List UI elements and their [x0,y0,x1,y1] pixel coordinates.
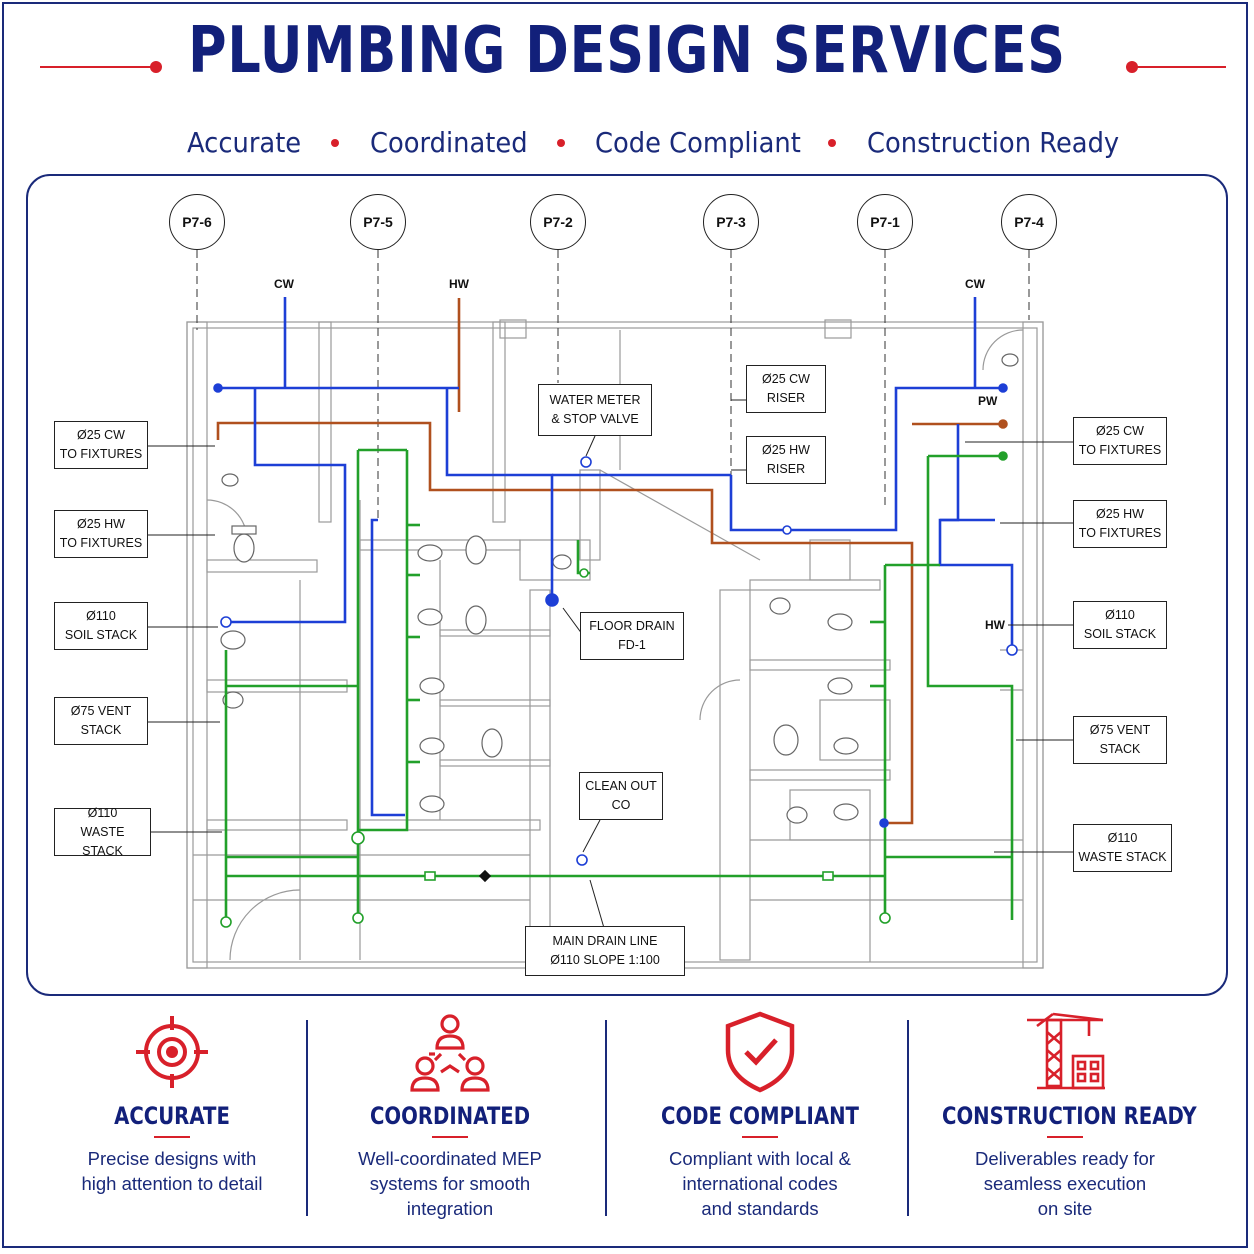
pipe-tag-pw: PW [978,394,998,408]
callout-hw-riser: Ø25 HW RISER [746,436,826,484]
pipe-tag-cw-left: CW [274,277,294,291]
feature-description: Deliverables ready for seamless executio… [975,1148,1155,1219]
feature-description: Compliant with local & international cod… [669,1148,851,1219]
pipe-tag-hw: HW [449,277,469,291]
feature-code-compliant: CODE COMPLIANT Compliant with local & in… [610,1010,910,1221]
feature-title: CONSTRUCTION READY [942,1102,1197,1130]
callout-soil-stack-left: Ø110 SOIL STACK [54,602,148,650]
page-title: PLUMBING DESIGN SERVICES [188,14,1066,88]
feature-divider [907,1020,909,1216]
feature-underline [742,1136,778,1138]
callout-waste-stack-right: Ø110 WASTE STACK [1073,824,1172,872]
grid-label-p7-3: P7-3 [703,194,759,250]
plumbing-fixtures [220,353,1019,824]
feature-description: Precise designs with high attention to d… [81,1148,263,1194]
feature-underline [1047,1136,1083,1138]
crane-building-icon [1027,1012,1105,1090]
pipe-fittings [213,383,1018,928]
title-line-left [40,66,156,68]
floor-plan-panel [26,174,1228,996]
team-network-icon [410,1014,490,1092]
callout-clean-out: CLEAN OUT CO [579,772,663,820]
grid-label-p7-4: P7-4 [1001,194,1057,250]
feature-title: ACCURATE [114,1102,230,1130]
feature-coordinated: COORDINATED Well-coordinated MEP systems… [300,1010,600,1221]
grid-label-p7-6: P7-6 [169,194,225,250]
grid-label-p7-1: P7-1 [857,194,913,250]
callout-cw-to-fixtures-right: Ø25 CW TO FIXTURES [1073,417,1167,465]
feature-construction-ready: CONSTRUCTION READY Deliverables ready fo… [915,1010,1215,1221]
tagline-construction-ready: Construction Ready [867,126,1120,159]
callout-waste-stack-left: Ø110 WASTE STACK [54,806,151,858]
callout-soil-stack-right: Ø110 SOIL STACK [1073,601,1167,649]
callout-main-drain-line: MAIN DRAIN LINE Ø110 SLOPE 1:100 [525,926,685,976]
callout-cw-to-fixtures-left: Ø25 CW TO FIXTURES [54,421,148,469]
feature-description: Well-coordinated MEP systems for smooth … [358,1148,542,1219]
feature-underline [154,1136,190,1138]
callout-floor-drain: FLOOR DRAIN FD-1 [580,612,684,660]
title-line-right [1132,66,1226,68]
tagline-code-compliant: Code Compliant [595,126,801,159]
cold-water-pipes [218,297,1014,817]
title-dot-left [150,61,162,73]
target-icon [136,1016,208,1088]
tagline-accurate: Accurate [187,126,302,159]
feature-divider [605,1020,607,1216]
feature-title: CODE COMPLIANT [661,1102,859,1130]
feature-title: COORDINATED [369,1102,531,1130]
tagline-separator [557,139,565,147]
grid-label-p7-2: P7-2 [530,194,586,250]
callout-water-meter: WATER METER & STOP VALVE [538,384,652,436]
pipe-tag-hw-right: HW [985,618,1005,632]
grid-lines [196,250,1030,520]
callout-vent-stack-left: Ø75 VENT STACK [54,697,148,745]
architecture-walls [186,319,1044,969]
shield-check-icon [725,1011,795,1093]
callout-cw-riser: Ø25 CW RISER [746,365,826,413]
feature-accurate: ACCURATE Precise designs with high atten… [22,1010,322,1196]
callout-hw-to-fixtures-right: Ø25 HW TO FIXTURES [1073,500,1167,548]
callout-vent-stack-right: Ø75 VENT STACK [1073,716,1167,764]
callout-hw-to-fixtures-left: Ø25 HW TO FIXTURES [54,510,148,558]
feature-divider [306,1020,308,1216]
pipe-tag-cw-right: CW [965,277,985,291]
tagline-coordinated: Coordinated [370,126,528,159]
tagline-separator [828,139,836,147]
feature-underline [432,1136,468,1138]
tagline-separator [331,139,339,147]
leader-lines [148,399,1073,929]
grid-label-p7-5: P7-5 [350,194,406,250]
